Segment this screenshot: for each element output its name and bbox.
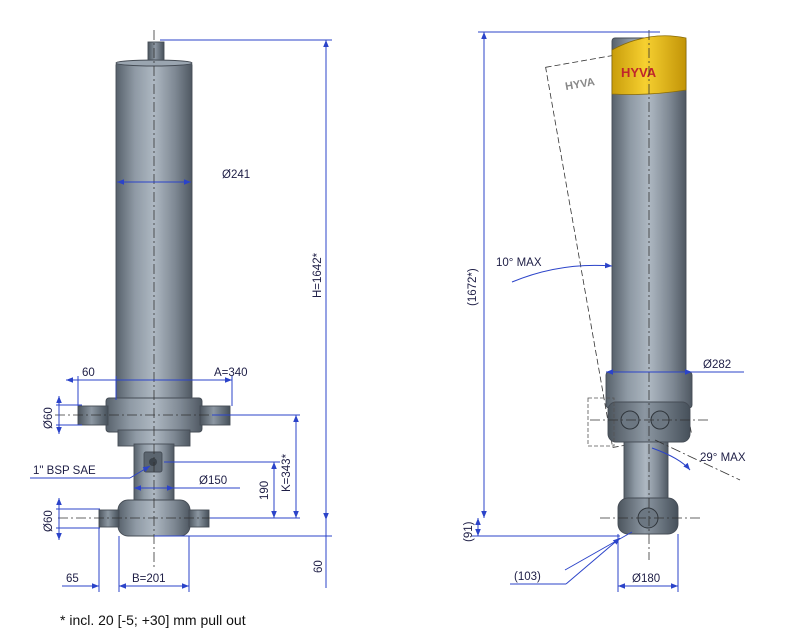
left-view: Ø241 H=1642* 60 A=340 Ø60 1" BSP SAE Ø15… [30,30,332,592]
diameter-barrel-label: Ø241 [222,169,250,181]
rod-right [623,441,669,501]
logo-band [611,35,687,95]
diameter-bottom-label: Ø180 [632,573,660,585]
footnote: * incl. 20 [-5; +30] mm pull out [60,612,246,628]
diameter-base-label: Ø150 [199,475,227,487]
swing-max-label: 29° MAX [700,452,746,464]
port-label: 1" BSP SAE [33,465,96,477]
height-right-label: (1672*) [467,268,479,306]
right-view: HYVA HYVA (1672*) 10° MAX Ø [463,30,746,592]
pin-diameter-top-label: Ø60 [43,407,55,429]
height-label: H=1642* [312,252,324,298]
a-dim-label: A=340 [214,367,248,379]
k-dim-label: K=343* [281,453,293,492]
trunnion-pin-left [77,405,109,426]
offset-103-label: (103) [514,571,541,583]
dim-190-label: 190 [259,481,271,500]
diameter-head-label: Ø282 [703,359,731,371]
left-offset-bottom-label: 65 [66,573,79,585]
tilt-max-label: 10° MAX [496,257,542,269]
bottom-offset-label: 60 [313,560,325,573]
pin-diameter-bottom-label: Ø60 [43,510,55,532]
bottom-offset-right-label: (91) [463,521,475,542]
logo-text: HYVA [621,65,657,80]
b-dim-label: B=201 [132,573,166,585]
ghost-pivot [587,397,615,447]
left-offset-top-label: 60 [82,367,95,379]
ghost-logo: HYVA [564,76,595,93]
